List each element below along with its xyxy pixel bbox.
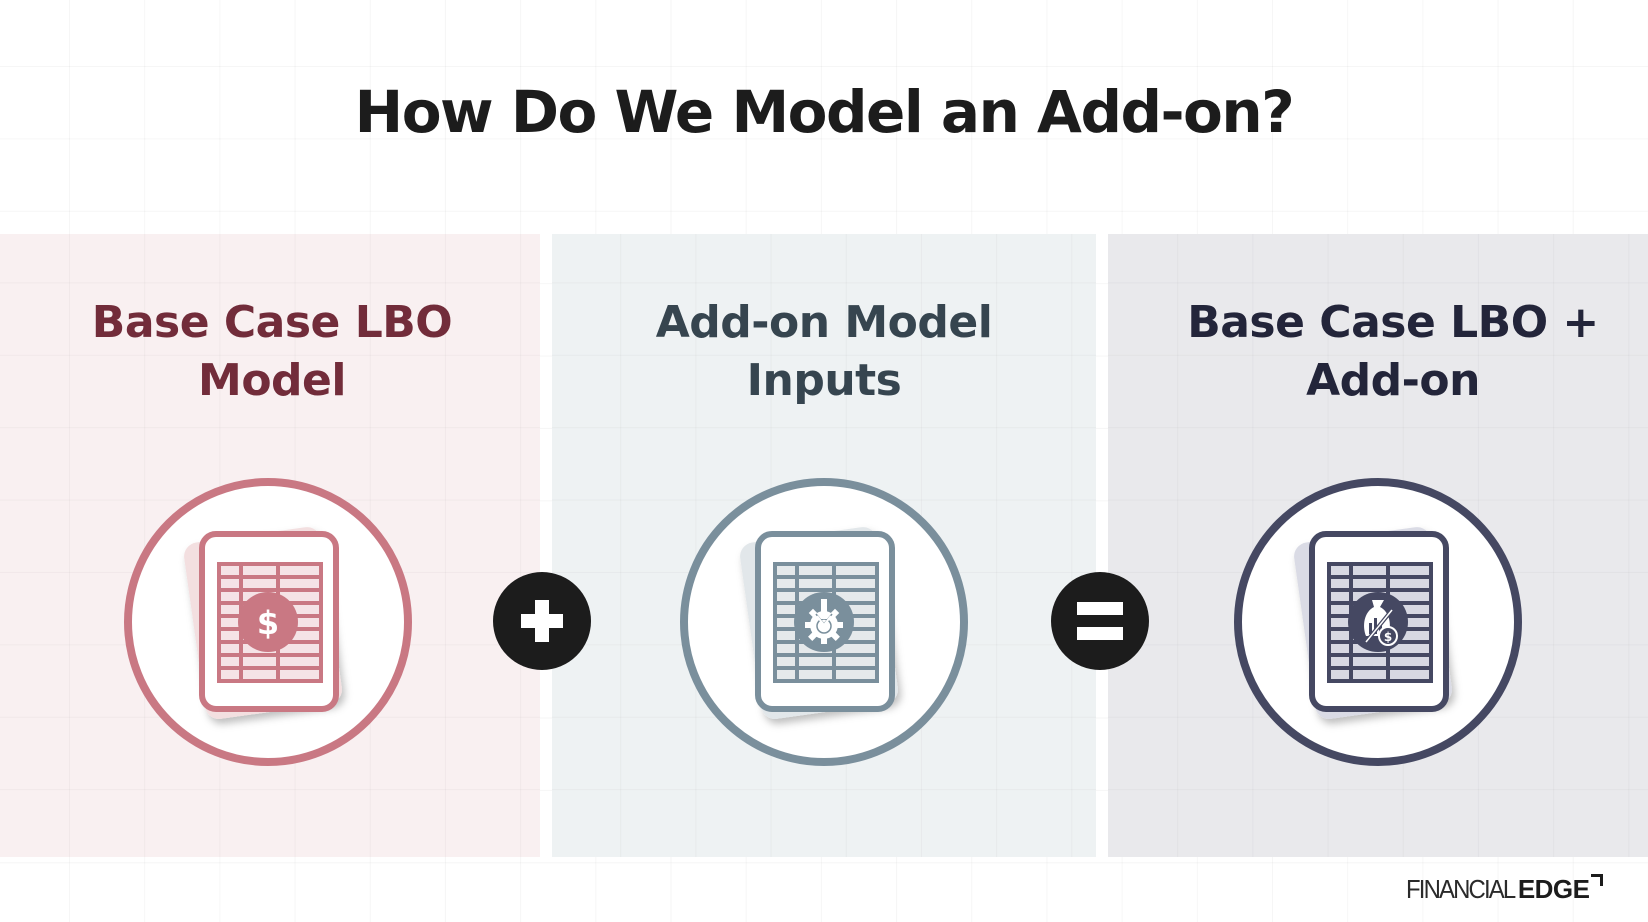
svg-text:$: $ bbox=[257, 604, 279, 642]
panel-heading-line2: Model bbox=[198, 355, 346, 406]
svg-text:$: $ bbox=[1384, 630, 1392, 644]
equals-icon bbox=[1051, 572, 1149, 670]
panel-heading: Base Case LBO Model bbox=[10, 294, 534, 410]
panel-base-case-lbo: Base Case LBO Model bbox=[0, 234, 540, 857]
panel-heading-line1: Add-on Model bbox=[655, 297, 993, 348]
slide-title: How Do We Model an Add-on? bbox=[354, 78, 1295, 146]
spreadsheet-gear-download-icon bbox=[678, 476, 970, 768]
logo-bold-text: EDGE bbox=[1517, 874, 1590, 904]
panel-heading: Base Case LBO + Add-on bbox=[1128, 294, 1648, 410]
financial-edge-logo: FINANCIAL EDGE bbox=[1406, 872, 1603, 904]
panel-heading-line2: Add-on bbox=[1306, 355, 1480, 406]
logo-corner-icon bbox=[1590, 874, 1603, 886]
panel-heading: Add-on Model Inputs bbox=[552, 294, 1096, 410]
spreadsheet-dollar-icon: $ bbox=[122, 476, 414, 768]
panel-base-case-plus-add-on: Base Case LBO + Add-on bbox=[1108, 234, 1648, 857]
panel-heading-line2: Inputs bbox=[746, 355, 902, 406]
logo-light-text: FINANCIAL bbox=[1406, 874, 1516, 904]
spreadsheet-moneybag-icon: $ bbox=[1232, 476, 1524, 768]
panel-add-on-inputs: Add-on Model Inputs bbox=[552, 234, 1096, 857]
panel-heading-line1: Base Case LBO bbox=[91, 297, 453, 348]
panel-heading-line1: Base Case LBO + bbox=[1187, 297, 1599, 348]
plus-icon bbox=[493, 572, 591, 670]
